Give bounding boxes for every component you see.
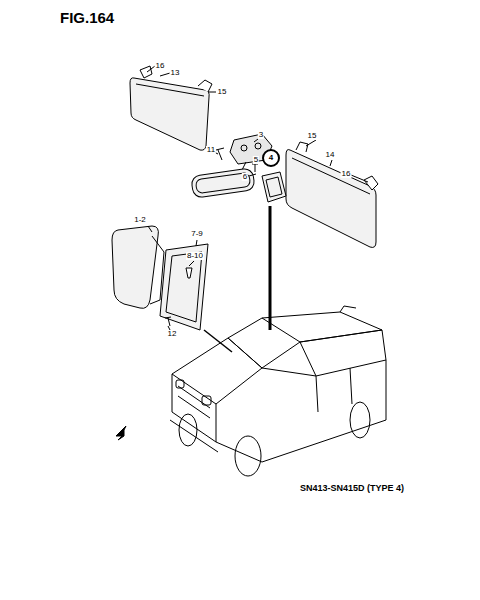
mirror-glass: [195, 172, 250, 193]
rear-view-mirror: [191, 168, 255, 198]
callout-number: 3: [258, 131, 264, 139]
visor-clip: [140, 66, 152, 78]
pointer-line: [269, 206, 272, 330]
callout-number: 1-2: [133, 216, 147, 224]
callout-number: 16: [155, 62, 166, 70]
visor-hook: [198, 80, 212, 92]
leader-line: [148, 226, 197, 330]
leader-line: [214, 139, 258, 154]
visor-hook: [296, 142, 308, 152]
door-mirror: [112, 226, 158, 308]
screw: [252, 164, 258, 172]
callout-number: 8-10: [186, 252, 204, 260]
front-arrow: [116, 426, 126, 440]
highlight-circle: 4: [262, 149, 280, 167]
callout-number: 16: [341, 170, 352, 178]
callout-number: 12: [167, 330, 178, 338]
sun-visor-left: [130, 78, 209, 150]
callout-number: 6: [242, 173, 248, 181]
leader-line: [306, 140, 368, 182]
callout-number: 5: [253, 156, 259, 164]
mirror-cover: [160, 244, 208, 330]
callout-number: 14: [325, 151, 336, 159]
callout-number: 11: [206, 146, 216, 154]
figure-title: FIG.164: [60, 10, 114, 25]
bracket-hole: [255, 143, 261, 149]
clip: [186, 268, 192, 278]
screw: [165, 317, 171, 326]
mirror-cover-inner: [166, 252, 202, 322]
bracket-hole: [241, 145, 247, 151]
callout-number: 15: [217, 88, 228, 96]
vehicle-outline: [170, 306, 386, 476]
callout-number: 4: [269, 154, 273, 162]
callout-number: 13: [170, 69, 181, 77]
visor-edge: [136, 84, 204, 96]
callout-number: 7-9: [190, 230, 204, 238]
visor-clip: [364, 176, 378, 190]
callout-number: 15: [307, 132, 318, 140]
model-caption: SN413-SN415D (TYPE 4): [300, 484, 404, 493]
mirror-plate: [262, 172, 286, 202]
leader-line: [249, 174, 256, 176]
mirror-plate-inner: [266, 177, 282, 197]
pointer-line: [204, 330, 232, 352]
